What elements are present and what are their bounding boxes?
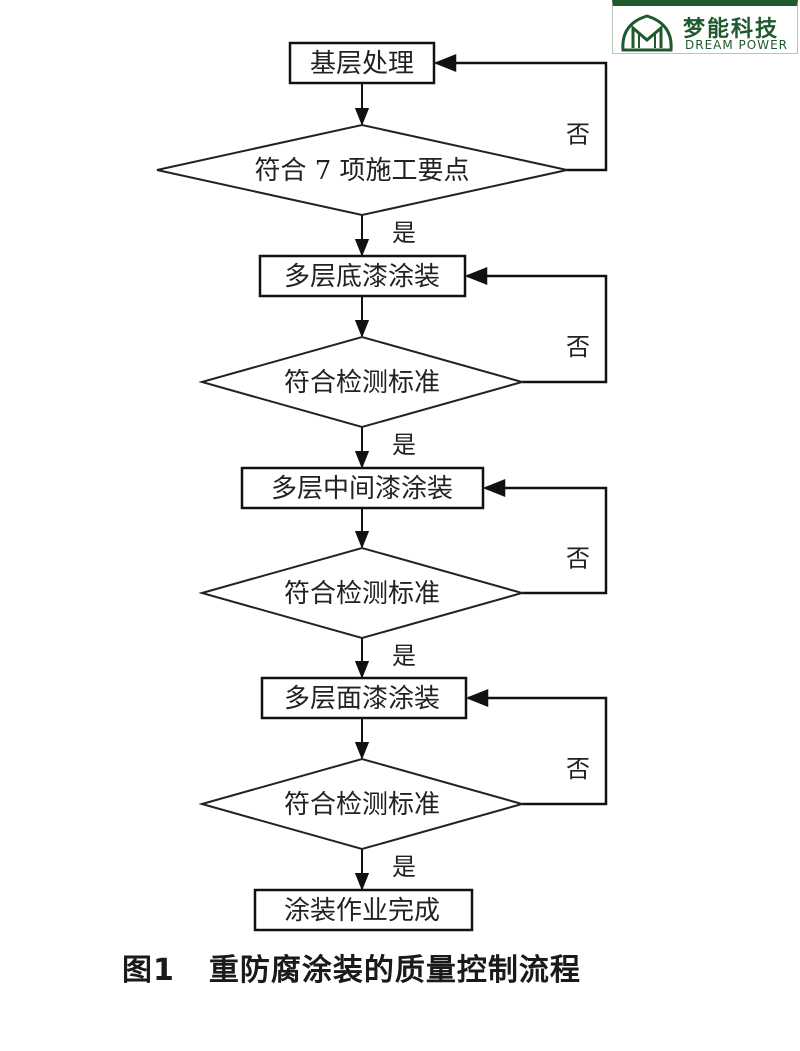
figure-number: 图1 bbox=[122, 953, 175, 988]
node-label: 多层中间漆涂装 bbox=[271, 474, 453, 504]
process-node: 多层中间漆涂装 bbox=[240, 466, 485, 510]
edge-label-no: 否 bbox=[566, 333, 590, 361]
process-node: 多层底漆涂装 bbox=[258, 254, 467, 298]
node-label: 多层底漆涂装 bbox=[284, 262, 440, 292]
edge-label-no: 否 bbox=[566, 755, 590, 783]
decision-diamond bbox=[198, 546, 526, 640]
node-label: 符合检测标准 bbox=[284, 790, 440, 820]
loop-back-arrow bbox=[482, 479, 608, 595]
logo-name-en: DREAM POWER bbox=[685, 38, 789, 52]
decision-diamond bbox=[156, 123, 568, 217]
decision-node: 符合 7 项施工要点 bbox=[156, 123, 568, 217]
edge-label-yes: 是 bbox=[392, 642, 416, 670]
decision-node: 符合检测标准 bbox=[198, 335, 526, 429]
decision-node: 符合检测标准 bbox=[198, 757, 526, 851]
process-box bbox=[253, 888, 474, 932]
decision-diamond bbox=[198, 335, 526, 429]
loop-back-arrow bbox=[464, 267, 608, 384]
flow-edge: 是 bbox=[354, 638, 416, 679]
flow-edge: 是 bbox=[354, 427, 416, 469]
node-label: 涂装作业完成 bbox=[284, 896, 440, 926]
flow-edge: 是 bbox=[354, 849, 416, 891]
edge-label-no: 否 bbox=[566, 121, 590, 149]
process-node: 多层面漆涂装 bbox=[260, 676, 468, 720]
node-label: 符合 7 项施工要点 bbox=[254, 156, 469, 186]
process-box bbox=[260, 676, 468, 720]
node-label: 符合检测标准 bbox=[284, 579, 440, 609]
process-box bbox=[258, 254, 467, 298]
loop-back-arrow bbox=[433, 54, 608, 172]
figure-title: 重防腐涂装的质量控制流程 bbox=[208, 953, 581, 988]
brand-logo: 梦能科技 DREAM POWER bbox=[612, 0, 798, 54]
edge-label-no: 否 bbox=[566, 545, 590, 573]
node-label: 多层面漆涂装 bbox=[284, 684, 440, 714]
flow-edge: 否 bbox=[465, 689, 608, 806]
decision-node: 符合检测标准 bbox=[198, 546, 526, 640]
node-label: 基层处理 bbox=[310, 49, 414, 79]
process-node: 基层处理 bbox=[288, 41, 436, 85]
logo-emblem-icon bbox=[621, 14, 673, 52]
node-label: 符合检测标准 bbox=[284, 368, 440, 398]
process-box bbox=[240, 466, 485, 510]
flow-edge: 是 bbox=[354, 215, 416, 257]
edge-label-yes: 是 bbox=[392, 853, 416, 881]
process-node: 涂装作业完成 bbox=[253, 888, 474, 932]
logo-name-cn: 梦能科技 bbox=[683, 17, 780, 42]
flow-edge: 否 bbox=[464, 267, 608, 384]
loop-back-arrow bbox=[465, 689, 608, 806]
figure-caption: 图1 重防腐涂装的质量控制流程 bbox=[122, 945, 581, 989]
process-box bbox=[288, 41, 436, 85]
flow-edge: 否 bbox=[482, 479, 608, 595]
edge-label-yes: 是 bbox=[392, 431, 416, 459]
edge-label-yes: 是 bbox=[392, 219, 416, 247]
decision-diamond bbox=[198, 757, 526, 851]
flow-edge: 否 bbox=[433, 54, 608, 172]
